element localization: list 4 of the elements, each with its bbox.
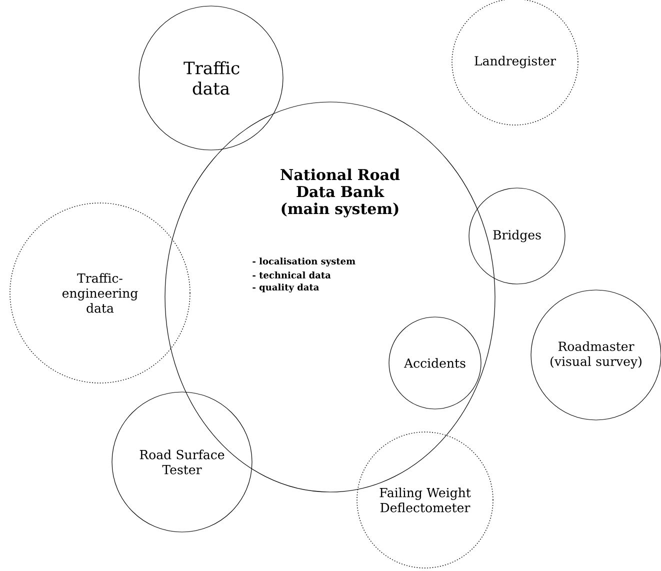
list-item: - localisation system <box>252 258 356 266</box>
list-item: - technical data <box>252 272 331 278</box>
heading: National Road Data Bank (main system) <box>280 168 400 218</box>
list-item: - quality data <box>252 284 319 292</box>
